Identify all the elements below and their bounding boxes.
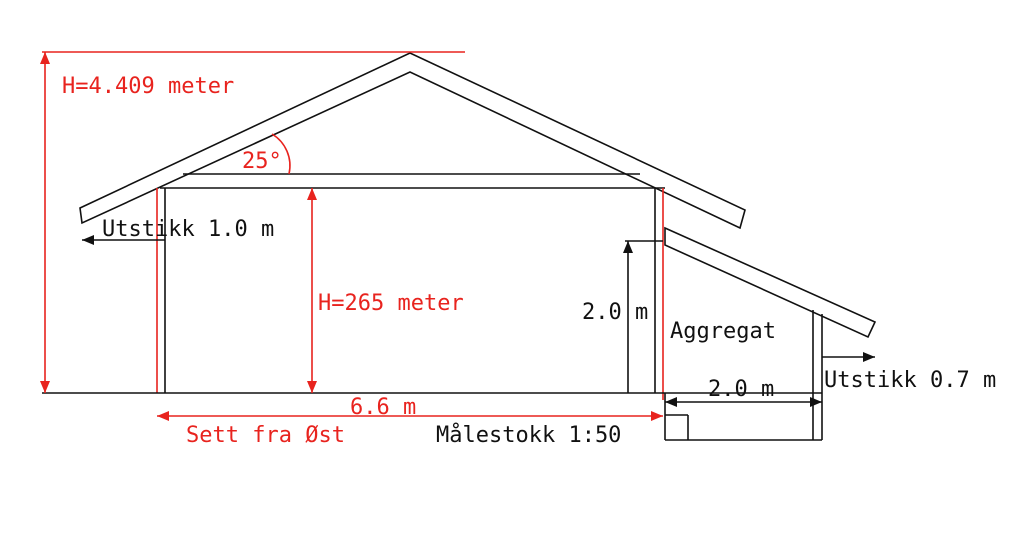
annex-height-label: 2.0 m (582, 300, 648, 325)
main-width-label: 6.6 m (350, 395, 416, 420)
total-height-label: H=4.409 meter (62, 74, 234, 99)
main-walls (156, 188, 664, 400)
annex-width-label: 2.0 m (708, 377, 774, 402)
right-overhang-label: Utstikk 0.7 m (824, 368, 996, 393)
main-roof (79, 52, 746, 230)
left-overhang-arrow (82, 235, 165, 245)
annex-name-label: Aggregat (670, 319, 776, 344)
view-direction-label: Sett fra Øst (186, 423, 345, 448)
wall-height-dimension (307, 188, 317, 393)
annex-width-dimension (665, 397, 822, 407)
right-overhang-arrow (822, 352, 875, 362)
roof-angle-arc (271, 133, 291, 175)
annex-height-dimension (623, 240, 663, 393)
main-width-dimension (157, 411, 663, 421)
annex-structure (664, 226, 877, 441)
total-height-dimension (40, 51, 465, 393)
roof-angle-label: 25° (242, 149, 282, 174)
scale-label: Målestokk 1:50 (436, 422, 621, 448)
ceiling-beam (160, 173, 665, 189)
left-overhang-label: Utstikk 1.0 m (102, 217, 274, 242)
wall-height-label: H=265 meter (318, 291, 464, 316)
